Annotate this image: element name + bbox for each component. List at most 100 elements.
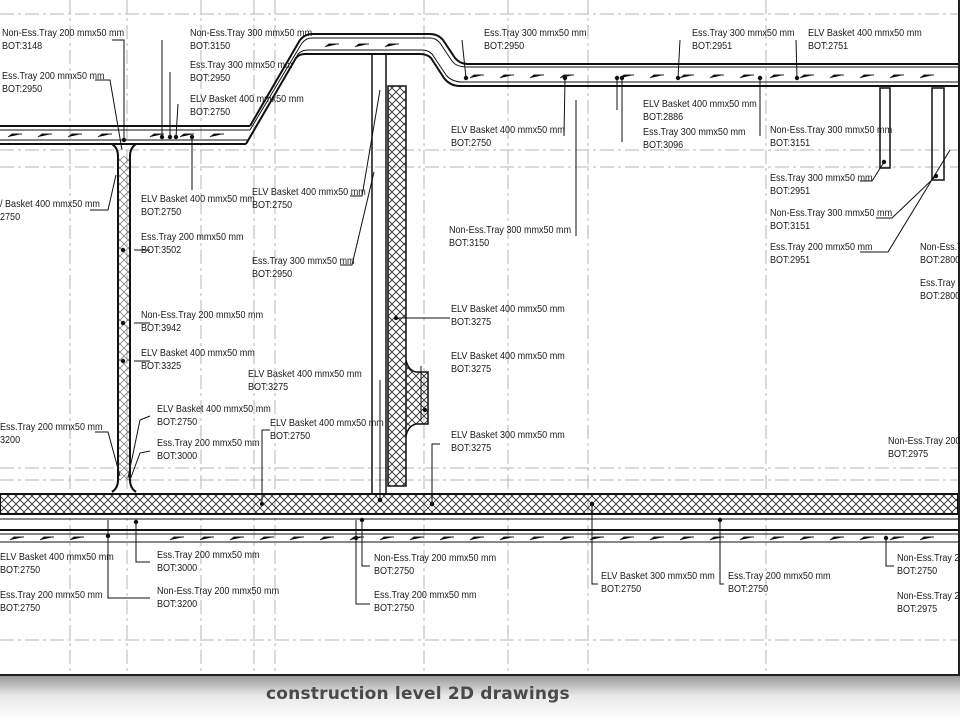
callout-bottom-level: BOT:2975	[888, 447, 929, 460]
callout-bottom-level: BOT:2800	[920, 289, 960, 302]
callout-bottom-level: BOT:2951	[770, 253, 811, 266]
callout-title: ELV Basket 400 mmx50 mm	[252, 186, 366, 198]
callout-bottom-level: BOT:2950	[190, 71, 231, 84]
callout-bottom-level: BOT:3150	[449, 236, 490, 249]
right-drops	[879, 87, 945, 181]
callout-title: ELV Basket 400 mmx50 mm	[190, 93, 304, 105]
callout-title: Ess.Tray 200 mmx50 mm	[0, 421, 103, 433]
callout-title: Ess.Tray 300 mmx50 mm	[770, 172, 873, 184]
callout-bottom-level: BOT:3275	[248, 380, 289, 393]
callout-bottom-level: BOT:2750	[601, 582, 642, 595]
callout-title: Non-Ess.Tray 200 mmx50 mm	[157, 585, 280, 597]
callout-title: Ess.Tray 200 mmx50 mm	[374, 589, 477, 601]
callout-bottom-level: BOT:2750	[0, 563, 41, 576]
callout-bottom-level: BOT:3096	[643, 138, 684, 151]
left-vertical-riser	[111, 143, 137, 493]
callout-bottom-level: BOT:3200	[157, 597, 198, 610]
callout-bottom-level: BOT:2750	[141, 205, 182, 218]
cable-tray-layout-drawing	[0, 0, 958, 674]
callout-title: Non-Ess.Tray 200 mmx50 mm	[2, 27, 125, 39]
callout-bottom-level: 2750	[0, 210, 21, 223]
callout-bottom-level: BOT:2751	[808, 39, 849, 52]
lower-hatched-band	[0, 493, 958, 543]
callout-title: Non-Ess.Tray 300 mmx50 mm	[770, 124, 893, 136]
callout-title: ELV Basket 300 mmx50 mm	[451, 429, 565, 441]
callout-title: ELV Basket 400 mmx50 mm	[451, 350, 565, 362]
slide-caption: construction level 2D drawings	[266, 684, 570, 704]
callout-title: ELV Basket 300 mmx50 mm	[601, 570, 715, 582]
callout-bottom-level: BOT:3151	[770, 219, 811, 232]
callout-title: / Basket 400 mmx50 mm	[0, 198, 100, 210]
callout-bottom-level: BOT:3000	[157, 449, 198, 462]
leader-lines	[90, 39, 951, 605]
callout-title: ELV Basket 400 mmx50 mm	[270, 417, 384, 429]
callout-title: Ess.Tray 2	[920, 277, 960, 289]
callout-bottom-level: BOT:3275	[451, 362, 492, 375]
callout-title: ELV Basket 400 mmx50 mm	[141, 193, 255, 205]
callout-title: Non-Ess.Tray 20	[897, 552, 960, 564]
callout-bottom-level: BOT:3325	[141, 359, 182, 372]
callout-bottom-level: BOT:2750	[0, 601, 41, 614]
callout-title: ELV Basket 400 mmx50 mm	[451, 124, 565, 136]
callout-title: Non-Ess.Tray 300 mmx50 mm	[190, 27, 313, 39]
callout-title: ELV Basket 400 mmx50 mm	[157, 403, 271, 415]
callout-bottom-level: BOT:2800	[920, 253, 960, 266]
callout-bottom-level: BOT:2750	[157, 415, 198, 428]
tray-dash-marks	[7, 43, 934, 138]
callout-bottom-level: BOT:2951	[692, 39, 733, 52]
callout-title: Ess.Tray 200 mmx50 mm	[141, 231, 244, 243]
callout-title: Ess.Tray 300 mmx50 mm	[692, 27, 795, 39]
callout-bottom-level: BOT:3275	[451, 315, 492, 328]
leader-dots	[105, 75, 939, 541]
upper-tray-left	[0, 33, 958, 145]
slide-shadow-band	[0, 676, 960, 720]
callout-bottom-level: BOT:3148	[2, 39, 43, 52]
callout-bottom-level: BOT:2886	[643, 110, 684, 123]
callout-title: Ess.Tray 300 mmx50 mm	[190, 59, 293, 71]
callout-title: Ess.Tray 300 mmx50 mm	[643, 126, 746, 138]
callout-bottom-level: BOT:2750	[728, 582, 769, 595]
callout-title: ELV Basket 400 mmx50 mm	[248, 368, 362, 380]
callout-title: Ess.Tray 200 mmx50 mm	[728, 570, 831, 582]
callout-bottom-level: BOT:3150	[190, 39, 231, 52]
lower-tray-dash-marks	[9, 536, 934, 541]
callout-title: Non-Ess.Tray 200 m	[888, 435, 960, 447]
callout-bottom-level: BOT:3275	[451, 441, 492, 454]
callout-bottom-level: BOT:2750	[270, 429, 311, 442]
callout-bottom-level: BOT:2750	[374, 601, 415, 614]
